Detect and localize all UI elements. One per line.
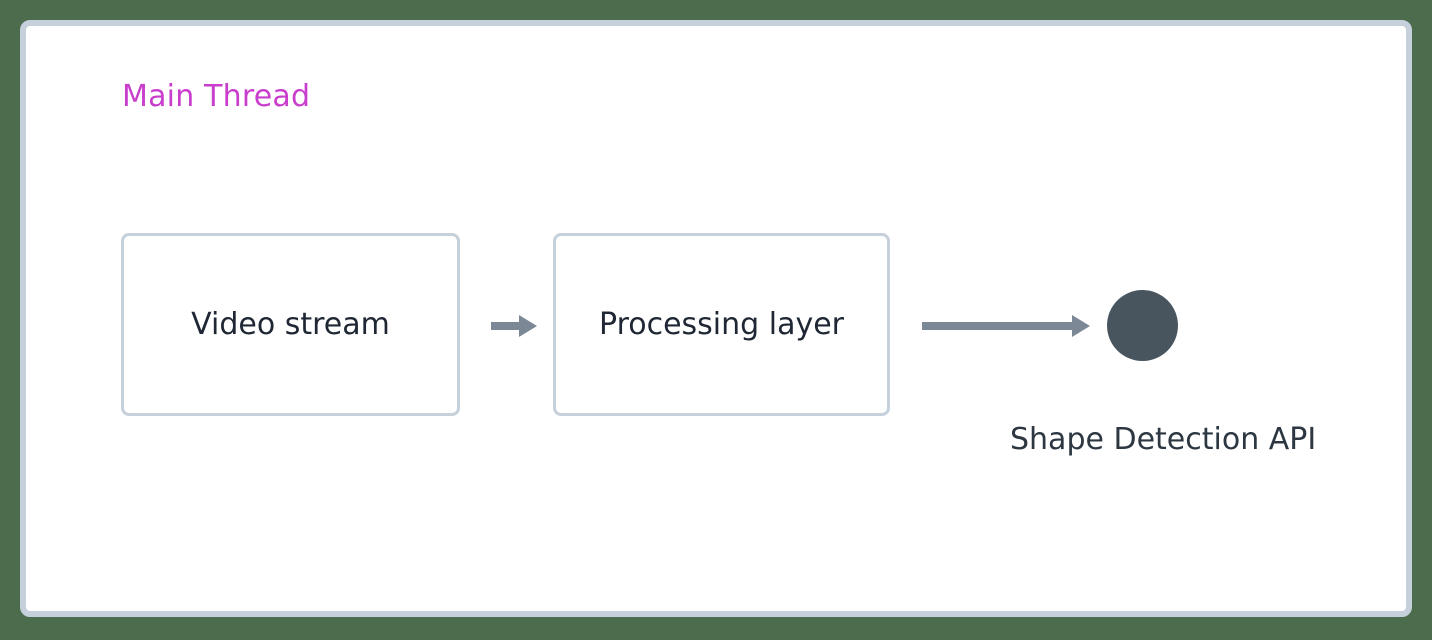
node-video-stream-label: Video stream: [191, 306, 390, 342]
arrow-head-icon: [491, 315, 537, 337]
node-shape-detection-api-circle[interactable]: [1107, 290, 1178, 361]
node-processing-layer[interactable]: Processing layer: [553, 233, 890, 416]
node-processing-layer-label: Processing layer: [599, 306, 844, 342]
main-thread-title: Main Thread: [122, 79, 311, 114]
arrow-video-stream-to-processing-layer: [491, 315, 537, 337]
arrow-processing-layer-to-shape-detection-api: [922, 315, 1090, 337]
node-video-stream[interactable]: Video stream: [121, 233, 460, 416]
node-shape-detection-api-label: Shape Detection API: [1010, 422, 1317, 457]
main-thread-container: Main Thread Video stream Processing laye…: [20, 20, 1412, 617]
arrow-head-icon: [922, 315, 1090, 337]
